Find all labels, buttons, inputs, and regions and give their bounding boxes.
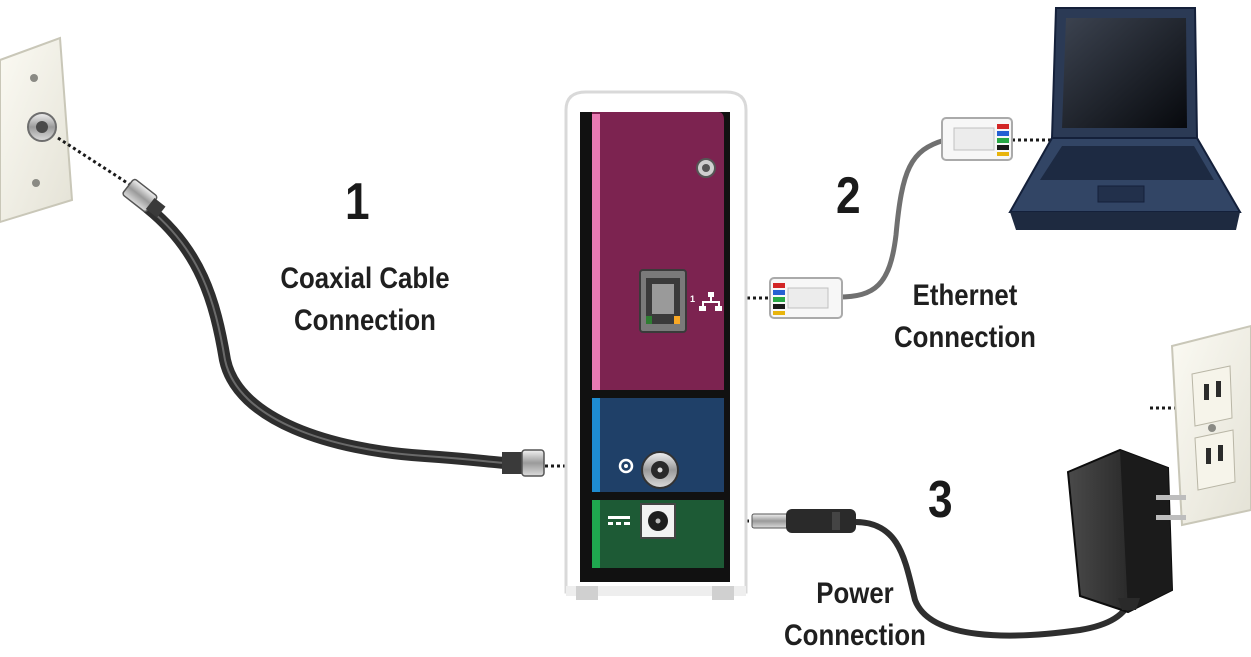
wall-coax-outlet-icon [0,36,74,224]
coaxial-cable [142,202,511,469]
coax-connector-icon [122,178,545,477]
step-3-label-line1: Power [816,577,894,610]
modem-top-panel [592,112,724,390]
step-3-label-line2: Connection [784,619,926,652]
coax-port[interactable] [641,451,679,489]
step-3-label: Power Connection [760,573,949,657]
coax-symbol-icon [618,458,634,474]
ethernet-port-number: 1 [690,294,695,304]
ethernet-plug-icon [769,117,1013,319]
step-1-label-line2: Connection [294,304,436,337]
dc-power-symbol-icon [608,516,630,525]
step-2-label-line1: Ethernet [912,279,1018,312]
step-2-label: Ethernet Connection [870,275,1059,359]
step-1-label-line1: Coaxial Cable [280,262,450,295]
power-port[interactable] [640,503,676,539]
status-indicator-icon [696,158,716,178]
modem-mid-panel [592,398,724,492]
network-icon [699,292,722,311]
modem-bottom-panel [592,500,724,568]
step-1-label: Coaxial Cable Connection [270,258,459,342]
step-2-label-line2: Connection [894,321,1036,354]
power-plug-icon [751,509,856,533]
power-adapter-icon [1066,448,1186,614]
ethernet-cable [835,137,948,300]
modem: 1 [564,90,748,600]
step-3-number: 3 [928,471,953,529]
power-outlet-icon [1170,324,1251,527]
laptop-icon [1008,7,1242,230]
ethernet-port[interactable] [639,269,687,333]
step-1-number: 1 [345,173,370,231]
step-2-number: 2 [836,167,861,225]
power-cable [852,519,1135,639]
